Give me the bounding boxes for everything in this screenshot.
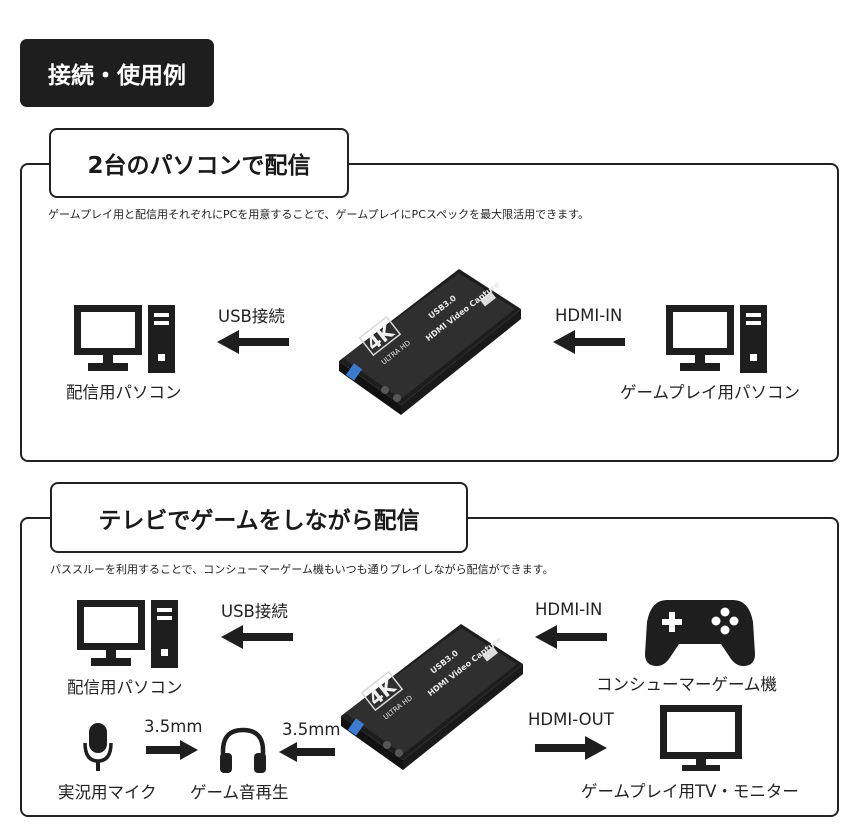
arrow-right-icon	[535, 736, 607, 760]
arrow-left-icon	[553, 330, 625, 354]
pc-label: 配信用パソコン	[67, 678, 183, 697]
right-pc-label: ゲームプレイ用パソコン	[620, 383, 801, 402]
hdmi-in-label: HDMI-IN	[555, 306, 623, 325]
desktop-pc-icon	[74, 305, 175, 373]
hdmi-out-label: HDMI-OUT	[528, 710, 614, 729]
console-label: コンシューマーゲーム機	[596, 675, 778, 694]
arrow-left-icon	[279, 742, 335, 762]
arrow-left-icon	[221, 625, 293, 649]
headphones-icon	[220, 727, 266, 773]
usb-connection-label: USB接続	[221, 602, 288, 621]
headphone-label: ゲーム音再生	[190, 783, 289, 802]
section-tag: 接続・使用例	[20, 39, 214, 107]
gamepad-icon	[645, 600, 755, 666]
desktop-pc-icon	[666, 305, 767, 373]
arrow-left-icon	[535, 625, 607, 649]
capture-device-icon: 4K ULTRA HD USB3.0 HDMI Video Capture	[339, 269, 521, 415]
desktop-pc-icon	[77, 600, 178, 668]
hdmi-in-label: HDMI-IN	[535, 600, 603, 619]
microphone-icon	[83, 723, 113, 771]
tv-label: ゲームプレイ用TV・モニター	[581, 782, 799, 801]
panel-two-pc-title: 2台のパソコンで配信	[49, 128, 349, 198]
usb-connection-label: USB接続	[218, 307, 285, 326]
panel-two-pc-description: ゲームプレイ用と配信用それぞれにPCを用意することで、ゲームプレイにPCスペック…	[48, 208, 590, 221]
panel-tv-game-description: パススルーを利用することで、コンシューマーゲーム機もいつも通りプレイしながら配信…	[50, 563, 554, 576]
mic-jack-label: 3.5mm	[144, 717, 203, 736]
arrow-right-icon	[146, 740, 198, 760]
panel-tv-game-title: テレビでゲームをしながら配信	[50, 482, 468, 553]
arrow-left-icon	[217, 330, 289, 354]
audio-jack-label: 3.5mm	[282, 720, 341, 739]
capture-device-icon: 4K ULTRA HD USB3.0 HDMI Video Capture	[341, 624, 523, 770]
left-pc-label: 配信用パソコン	[66, 383, 182, 402]
monitor-icon	[660, 705, 742, 771]
mic-label: 実況用マイク	[58, 783, 157, 802]
